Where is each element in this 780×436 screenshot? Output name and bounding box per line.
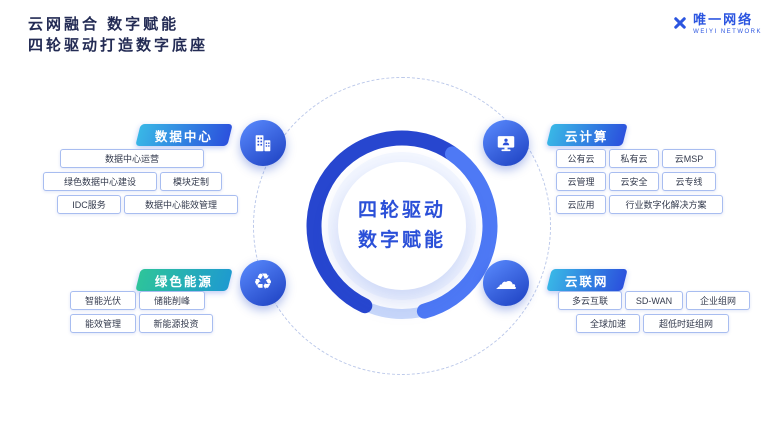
item-box: 云专线 (662, 172, 716, 191)
item-box: 智能光伏 (70, 291, 136, 310)
item-box: 模块定制 (160, 172, 222, 191)
item-box: 企业组网 (686, 291, 750, 310)
page-title-line1: 云网融合 数字赋能 (28, 16, 180, 33)
item-box: 数据中心能效管理 (124, 195, 238, 214)
badge-green-energy-label: 绿色能源 (154, 274, 213, 289)
building-icon (255, 135, 271, 152)
node-green-energy: ♻ (240, 260, 286, 306)
item-box: 公有云 (556, 149, 606, 168)
brand-logo-icon (674, 17, 686, 29)
node-cloud-computing (483, 120, 529, 166)
brand-tagline: WEIYI NETWORK (693, 29, 762, 35)
badge-data-center-label: 数据中心 (154, 129, 213, 144)
item-box: 全球加速 (576, 314, 640, 333)
page-title-line2: 四轮驱动打造数字底座 (28, 37, 209, 54)
item-box: 云安全 (609, 172, 659, 191)
brand-text: 唯一网络 WEIYI NETWORK (693, 12, 762, 36)
badge-cloud-network: 云联网 (546, 269, 628, 291)
item-box: 私有云 (609, 149, 659, 168)
item-box: IDC服务 (57, 195, 121, 214)
item-box: SD-WAN (625, 291, 683, 310)
item-box: 行业数字化解决方案 (609, 195, 723, 214)
item-box: 能效管理 (70, 314, 136, 333)
page-title: 云网融合 数字赋能 四轮驱动打造数字底座 (28, 14, 208, 56)
node-cloud-network: ☁ (483, 260, 529, 306)
item-box: 超低时延组网 (643, 314, 729, 333)
center-text-line1: 四轮驱动 (357, 200, 446, 221)
node-data-center (240, 120, 286, 166)
cloud-icon: ☁ (495, 270, 517, 295)
orbit-dashed-circle (253, 77, 551, 375)
center-circle: 四轮驱动 数字赋能 (338, 162, 466, 290)
item-box: 多云互联 (558, 291, 622, 310)
badge-cloud-computing: 云计算 (546, 124, 628, 146)
badge-cloud-network-label: 云联网 (565, 274, 609, 289)
badge-data-center: 数据中心 (135, 124, 233, 146)
recycle-icon: ♻ (253, 270, 273, 295)
badge-green-energy: 绿色能源 (135, 269, 233, 291)
item-box: 云MSP (662, 149, 716, 168)
item-box: 新能源投资 (139, 314, 213, 333)
orbit-ring (306, 130, 498, 322)
item-box: 绿色数据中心建设 (43, 172, 157, 191)
item-box: 云管理 (556, 172, 606, 191)
item-box: 云应用 (556, 195, 606, 214)
brand-name: 唯一网络 (693, 12, 754, 27)
badge-cloud-computing-label: 云计算 (565, 129, 609, 144)
item-box: 储能削峰 (139, 291, 205, 310)
brand-logo: 唯一网络 WEIYI NETWORK (671, 13, 762, 35)
monitor-icon (497, 136, 515, 152)
center-text-line2: 数字赋能 (357, 230, 446, 251)
item-box: 数据中心运营 (60, 149, 204, 168)
